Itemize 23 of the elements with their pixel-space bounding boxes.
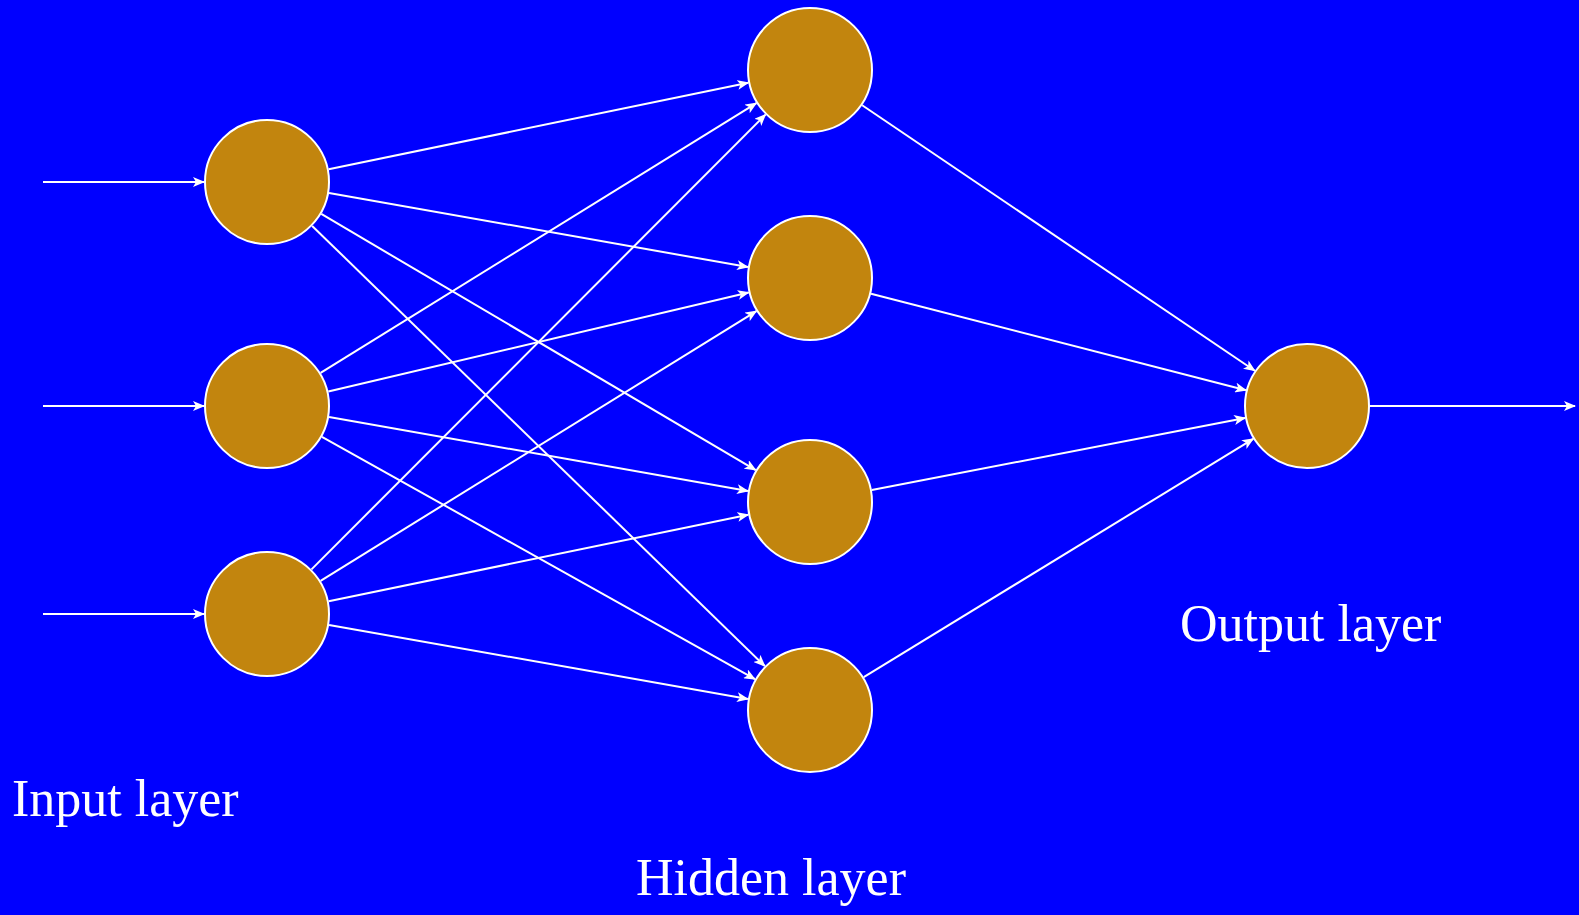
arrow bbox=[42, 401, 205, 411]
arrow bbox=[319, 102, 758, 374]
arrow bbox=[328, 415, 749, 495]
arrow bbox=[861, 104, 1256, 372]
arrow bbox=[328, 623, 749, 703]
layer-label: Input layer bbox=[12, 773, 239, 825]
arrow bbox=[1369, 401, 1576, 411]
arrow bbox=[870, 292, 1247, 393]
arrow bbox=[327, 512, 750, 603]
arrow bbox=[327, 290, 750, 393]
arrow bbox=[870, 415, 1247, 492]
arrow bbox=[328, 191, 749, 271]
layer-label: Hidden layer bbox=[636, 852, 906, 904]
layer-label: Output layer bbox=[1180, 598, 1442, 650]
arrow bbox=[311, 224, 766, 668]
arrow bbox=[327, 80, 750, 171]
arrow bbox=[310, 113, 767, 571]
arrow bbox=[42, 177, 205, 187]
arrow bbox=[319, 310, 758, 582]
arrow bbox=[320, 435, 757, 681]
arrow bbox=[320, 213, 757, 471]
arrow bbox=[862, 437, 1255, 679]
arrow bbox=[42, 609, 205, 619]
